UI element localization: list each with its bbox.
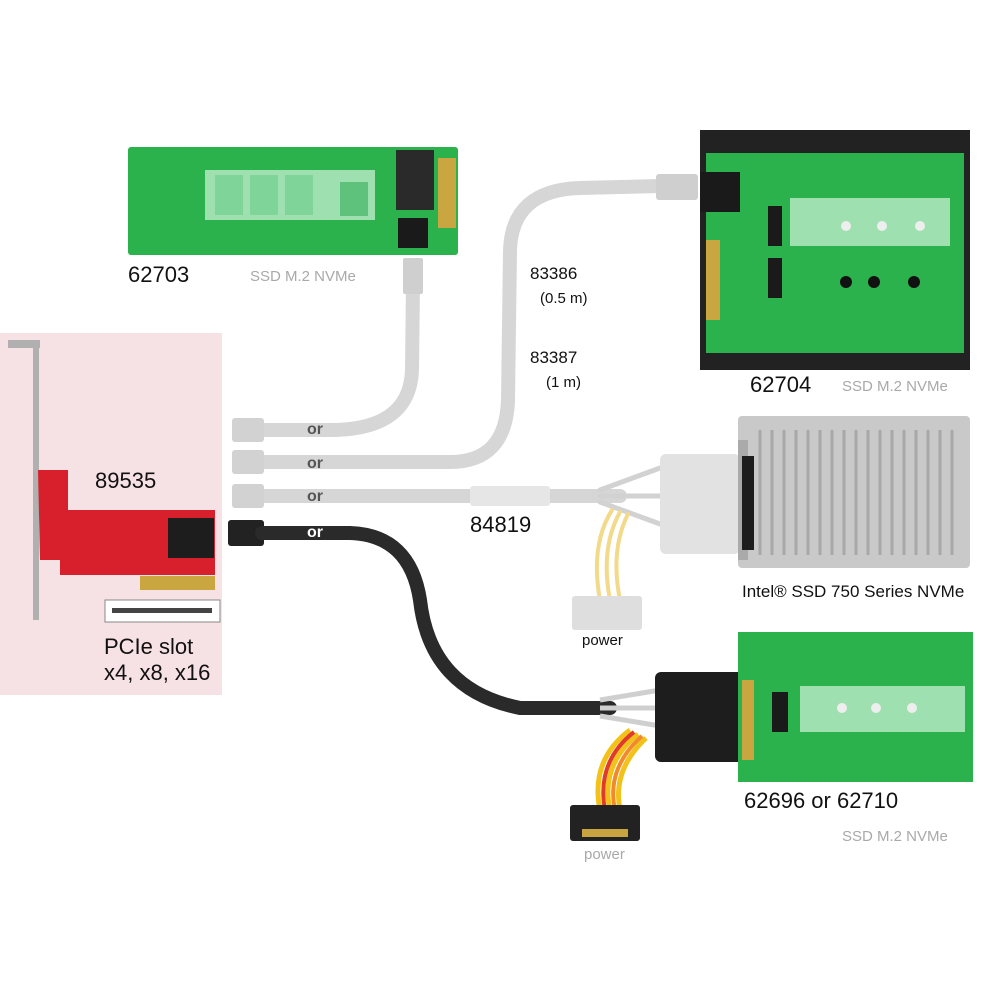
label-or-4: or — [307, 524, 323, 541]
label-or-2: or — [307, 455, 323, 472]
plug-light-2 — [232, 450, 264, 474]
label-pcie-sizes: x4, x8, x16 — [104, 660, 211, 685]
label-83386-length: (0.5 m) — [540, 290, 588, 307]
label-62704-ssd: SSD M.2 NVMe — [842, 378, 948, 395]
label-pcie-slot: PCIe slot — [104, 634, 194, 659]
label-83387-length: (1 m) — [546, 374, 581, 391]
label-or-3: or — [307, 488, 323, 505]
label-62703: 62703 — [128, 262, 190, 287]
board-62704 — [700, 130, 970, 370]
light-cables — [232, 174, 740, 630]
label-62703-ssd: SSD M.2 NVMe — [250, 268, 356, 285]
label-62696-ssd: SSD M.2 NVMe — [842, 828, 948, 845]
cable-84819-fanout — [597, 465, 663, 527]
u2-connector-dark — [655, 672, 745, 762]
plug-light-1 — [232, 418, 264, 442]
label-power-top: power — [582, 632, 623, 649]
intel-ssd-drive — [738, 416, 970, 568]
label-intel-ssd: Intel® SSD 750 Series NVMe — [742, 582, 965, 601]
dark-cable — [228, 520, 745, 841]
label-89535: 89535 — [95, 468, 157, 493]
label-62696: 62696 or 62710 — [744, 788, 899, 813]
cable-dark-path — [255, 526, 617, 715]
label-62704: 62704 — [750, 372, 812, 397]
power-wires-color — [595, 728, 648, 811]
board-62696 — [738, 632, 973, 782]
plug-light-3 — [232, 484, 264, 508]
cable-to-62703 — [255, 275, 420, 437]
u2-connector-light — [660, 454, 740, 554]
cable-83386 — [255, 179, 667, 469]
label-84819: 84819 — [470, 512, 532, 537]
cable-62703-plug — [403, 258, 423, 294]
label-83386: 83386 — [530, 264, 578, 283]
plug-dark — [228, 520, 264, 546]
cable-83386-plug — [656, 174, 698, 200]
cable-dark-fanout — [599, 687, 661, 729]
pcie-card-89535 — [8, 340, 221, 623]
power-wires-light — [594, 508, 630, 602]
label-or-1: or — [307, 421, 323, 438]
label-power-bottom: power — [584, 846, 625, 863]
power-connector-top — [572, 596, 642, 630]
board-62703 — [128, 147, 458, 255]
label-83387: 83387 — [530, 348, 578, 367]
cable-84819-sleeve — [470, 486, 550, 506]
